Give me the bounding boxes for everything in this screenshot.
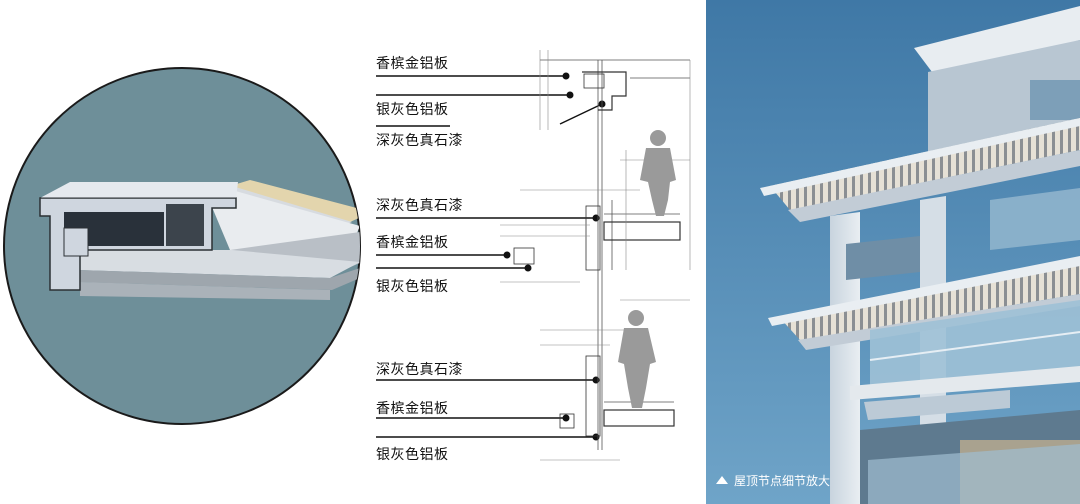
scale-figure-upper (640, 130, 676, 216)
callout-dark-grey-stone-paint-2: 深灰色真石漆 (376, 198, 463, 214)
section-drawing (376, 50, 691, 461)
scale-figure-lower (618, 310, 656, 408)
callout-champagne-aluminum-2: 香槟金铝板 (376, 235, 449, 251)
callout-silver-aluminum-2: 银灰色铝板 (376, 279, 449, 295)
profile-detail-circle (3, 67, 361, 425)
triangle-up-icon (716, 476, 728, 484)
callout-silver-aluminum-1: 银灰色铝板 (376, 102, 449, 118)
callout-champagne-aluminum-3: 香槟金铝板 (376, 401, 449, 417)
caption-text: 屋顶节点细节放大 (734, 474, 831, 488)
callout-silver-aluminum-3: 银灰色铝板 (376, 447, 449, 463)
callout-champagne-aluminum-1: 香槟金铝板 (376, 56, 449, 72)
callout-dark-grey-stone-paint-3: 深灰色真石漆 (376, 362, 463, 378)
image-caption: 屋顶节点细节放大 (716, 472, 830, 489)
building-render (706, 0, 1080, 504)
callout-dark-grey-stone-paint-1: 深灰色真石漆 (376, 133, 463, 149)
